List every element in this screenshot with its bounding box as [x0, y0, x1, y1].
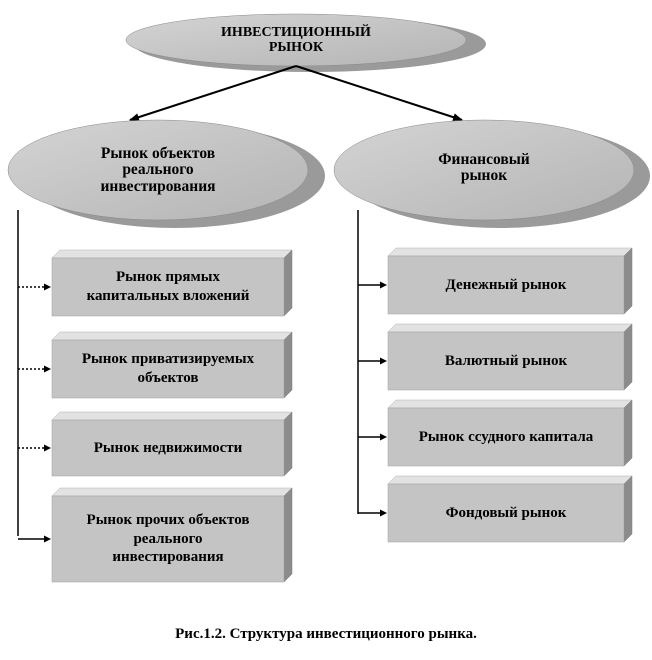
left-branch-label: Рынок объектов реального инвестирования: [38, 145, 278, 195]
arrow-root-to-left: [129, 65, 297, 122]
right-item-box-top: [387, 475, 633, 485]
root-node: [125, 13, 486, 72]
left-item-boxes: [18, 249, 293, 583]
left-item-box: [51, 495, 285, 583]
right-item-arrowhead: [380, 509, 387, 517]
right-item-box-side: [623, 323, 633, 391]
left-item-box-top: [51, 411, 293, 421]
left-item-box-top: [51, 249, 293, 259]
root-label-line: ИНВЕСТИЦИОННЫЙ: [221, 25, 371, 40]
right-item-label-line: Денежный рынок: [445, 276, 567, 293]
right-item-arrowhead: [380, 433, 387, 441]
left-item-box: [51, 257, 285, 317]
left-item-box-side: [283, 331, 293, 399]
left-item-arrowhead: [44, 283, 51, 291]
right-item-arrowhead: [380, 281, 387, 289]
right-item-label: Валютный рынок: [388, 333, 624, 389]
left-item-arrowhead: [44, 535, 51, 543]
right-item-label-line: Фондовый рынок: [445, 504, 567, 521]
left-item-label: Рынок прямых капитальных вложений: [52, 259, 284, 315]
left-item-label-line: Рынок приватизируемых: [81, 351, 255, 368]
left-item-label-line: инвестирования: [112, 549, 224, 566]
left-item-box: [51, 419, 285, 477]
left-item-label: Рынок приватизируемых объектов: [52, 341, 284, 397]
right-branch-label-line: Финансовый: [438, 151, 530, 168]
right-branch-node: [333, 119, 650, 228]
root-node-label: ИНВЕСТИЦИОННЫЙ РЫНОК: [186, 25, 406, 55]
left-branch-label-line: реального: [122, 161, 194, 179]
right-item-box: [387, 483, 625, 543]
right-item-box: [387, 407, 625, 467]
left-item-label: Рынок прочих объектов реального инвестиров…: [52, 497, 284, 581]
left-item-label-line: Рынок прочих объектов: [86, 511, 250, 528]
right-item-label-line: Валютный рынок: [444, 352, 568, 369]
right-branch-ellipse: [333, 119, 635, 221]
right-item-arrowhead: [380, 357, 387, 365]
right-item-label: Фондовый рынок: [388, 485, 624, 541]
right-item-box-top: [387, 399, 633, 409]
figure-caption: Рис.1.2. Структура инвестиционного рынка…: [175, 626, 477, 642]
left-item-box-side: [283, 249, 293, 317]
right-item-box: [387, 255, 625, 315]
right-branch-label: Финансовый рынок: [364, 151, 604, 185]
right-item-box: [387, 331, 625, 391]
left-branch-ellipse: [7, 119, 309, 221]
left-item-label-line: Рынок прямых: [116, 269, 220, 286]
right-item-box-top: [387, 247, 633, 257]
left-item-box-side: [283, 487, 293, 583]
right-item-label: Рынок ссудного капитала: [388, 409, 624, 465]
left-branch-label-line: инвестирования: [100, 177, 216, 195]
right-item-box-side: [623, 247, 633, 315]
left-item-label-line: объектов: [137, 370, 199, 386]
root-label-line: РЫНОК: [268, 39, 324, 55]
right-item-box-side: [623, 475, 633, 543]
left-item-label: Рынок недвижимости: [52, 421, 284, 475]
right-item-boxes: [358, 247, 633, 543]
left-item-box-side: [283, 411, 293, 477]
right-item-box-top: [387, 323, 633, 333]
left-branch-label-line: Рынок объектов: [100, 145, 216, 162]
left-branch-node: [7, 119, 325, 228]
right-item-label: Денежный рынок: [388, 257, 624, 313]
arrow-root-to-right: [295, 65, 463, 122]
left-item-arrowhead: [44, 444, 51, 452]
left-item-label-line: капитальных вложений: [86, 288, 250, 304]
left-item-arrowhead: [44, 365, 51, 373]
right-item-label-line: Рынок ссудного капитала: [418, 428, 594, 445]
left-item-label-line: Рынок недвижимости: [93, 439, 243, 456]
left-item-box: [51, 339, 285, 399]
right-branch-label-line: рынок: [460, 167, 508, 185]
right-item-box-side: [623, 399, 633, 467]
left-item-box-top: [51, 487, 293, 497]
left-item-box-top: [51, 331, 293, 341]
left-item-label-line: реального: [133, 530, 203, 547]
